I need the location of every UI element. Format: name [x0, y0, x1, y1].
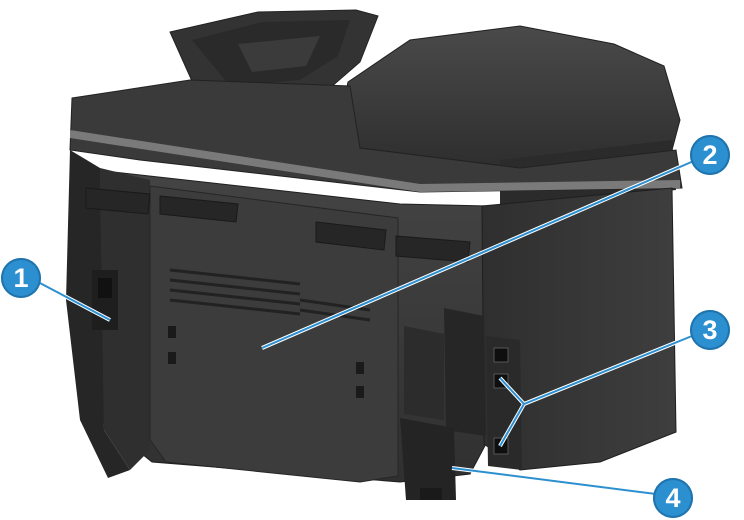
rear-hinges: [85, 187, 471, 263]
callout-badge-4: 4: [653, 478, 693, 518]
scanner-deck: [69, 79, 683, 193]
interface-port-panel: [400, 308, 522, 500]
power-socket-icon: [92, 270, 118, 330]
callout-badge-3: 3: [690, 310, 730, 350]
fax-line-port-icon: [493, 347, 509, 363]
callout-badge-2: 2: [690, 135, 730, 175]
callout-badge-1: 1: [1, 258, 41, 298]
